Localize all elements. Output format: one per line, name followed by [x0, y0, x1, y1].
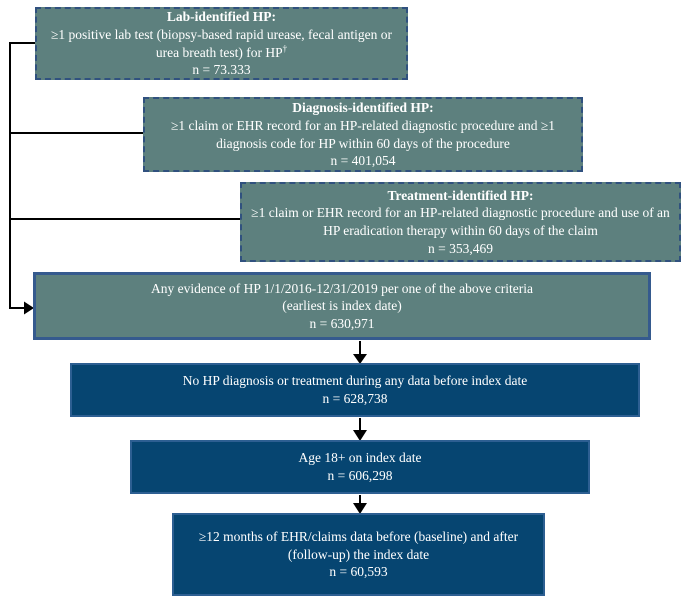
no-prior-hp-text: No HP diagnosis or treatment during any … — [182, 373, 528, 389]
any-box-count: n = 630,971 — [309, 315, 375, 331]
no-prior-hp-count: n = 628,738 — [322, 391, 388, 406]
age-18-count: n = 606,298 — [327, 468, 393, 483]
diagnosis-box-title: Diagnosis-identified HP: — [292, 100, 434, 116]
lab-identified-hp-box: Lab-identified HP: ≥1 positive lab test … — [35, 7, 408, 80]
any-box-line1: Any evidence of HP 1/1/2016-12/31/2019 p… — [151, 280, 533, 296]
lab-box-title: Lab-identified HP: — [166, 9, 277, 25]
any-box-line2: (earliest is index date) — [282, 298, 402, 314]
twelve-months-data-box: ≥12 months of EHR/claims data before (ba… — [172, 513, 545, 596]
diagnosis-identified-hp-box: Diagnosis-identified HP: ≥1 claim or EHR… — [143, 97, 583, 172]
age-18-text: Age 18+ on index date — [298, 450, 422, 466]
treatment-box-criteria: ≥1 claim or EHR record for an HP-related… — [251, 205, 670, 238]
twelve-months-count: n = 60,593 — [329, 564, 388, 580]
any-evidence-hp-box: Any evidence of HP 1/1/2016-12/31/2019 p… — [33, 272, 651, 340]
diagnosis-box-count: n = 401,054 — [330, 153, 396, 169]
age-18-box: Age 18+ on index date n = 606,298 — [130, 440, 590, 494]
lab-box-criteria-text: ≥1 positive lab test (biopsy-based rapid… — [50, 26, 393, 60]
lab-box-criteria: ≥1 positive lab test (biopsy-based rapid… — [45, 26, 398, 61]
treatment-box-count: n = 353,469 — [428, 240, 493, 256]
dagger-superscript: † — [282, 43, 288, 53]
bracket-line-lab — [9, 42, 35, 309]
no-prior-hp-box: No HP diagnosis or treatment during any … — [70, 363, 640, 417]
twelve-months-text: ≥12 months of EHR/claims data before (ba… — [198, 529, 519, 562]
treatment-identified-hp-box: Treatment-identified HP: ≥1 claim or EHR… — [240, 182, 681, 262]
treatment-box-title: Treatment-identified HP: — [387, 187, 534, 203]
diagnosis-box-criteria: ≥1 claim or EHR record for an HP-related… — [170, 117, 556, 151]
lab-box-count: n = 73.333 — [192, 62, 251, 78]
